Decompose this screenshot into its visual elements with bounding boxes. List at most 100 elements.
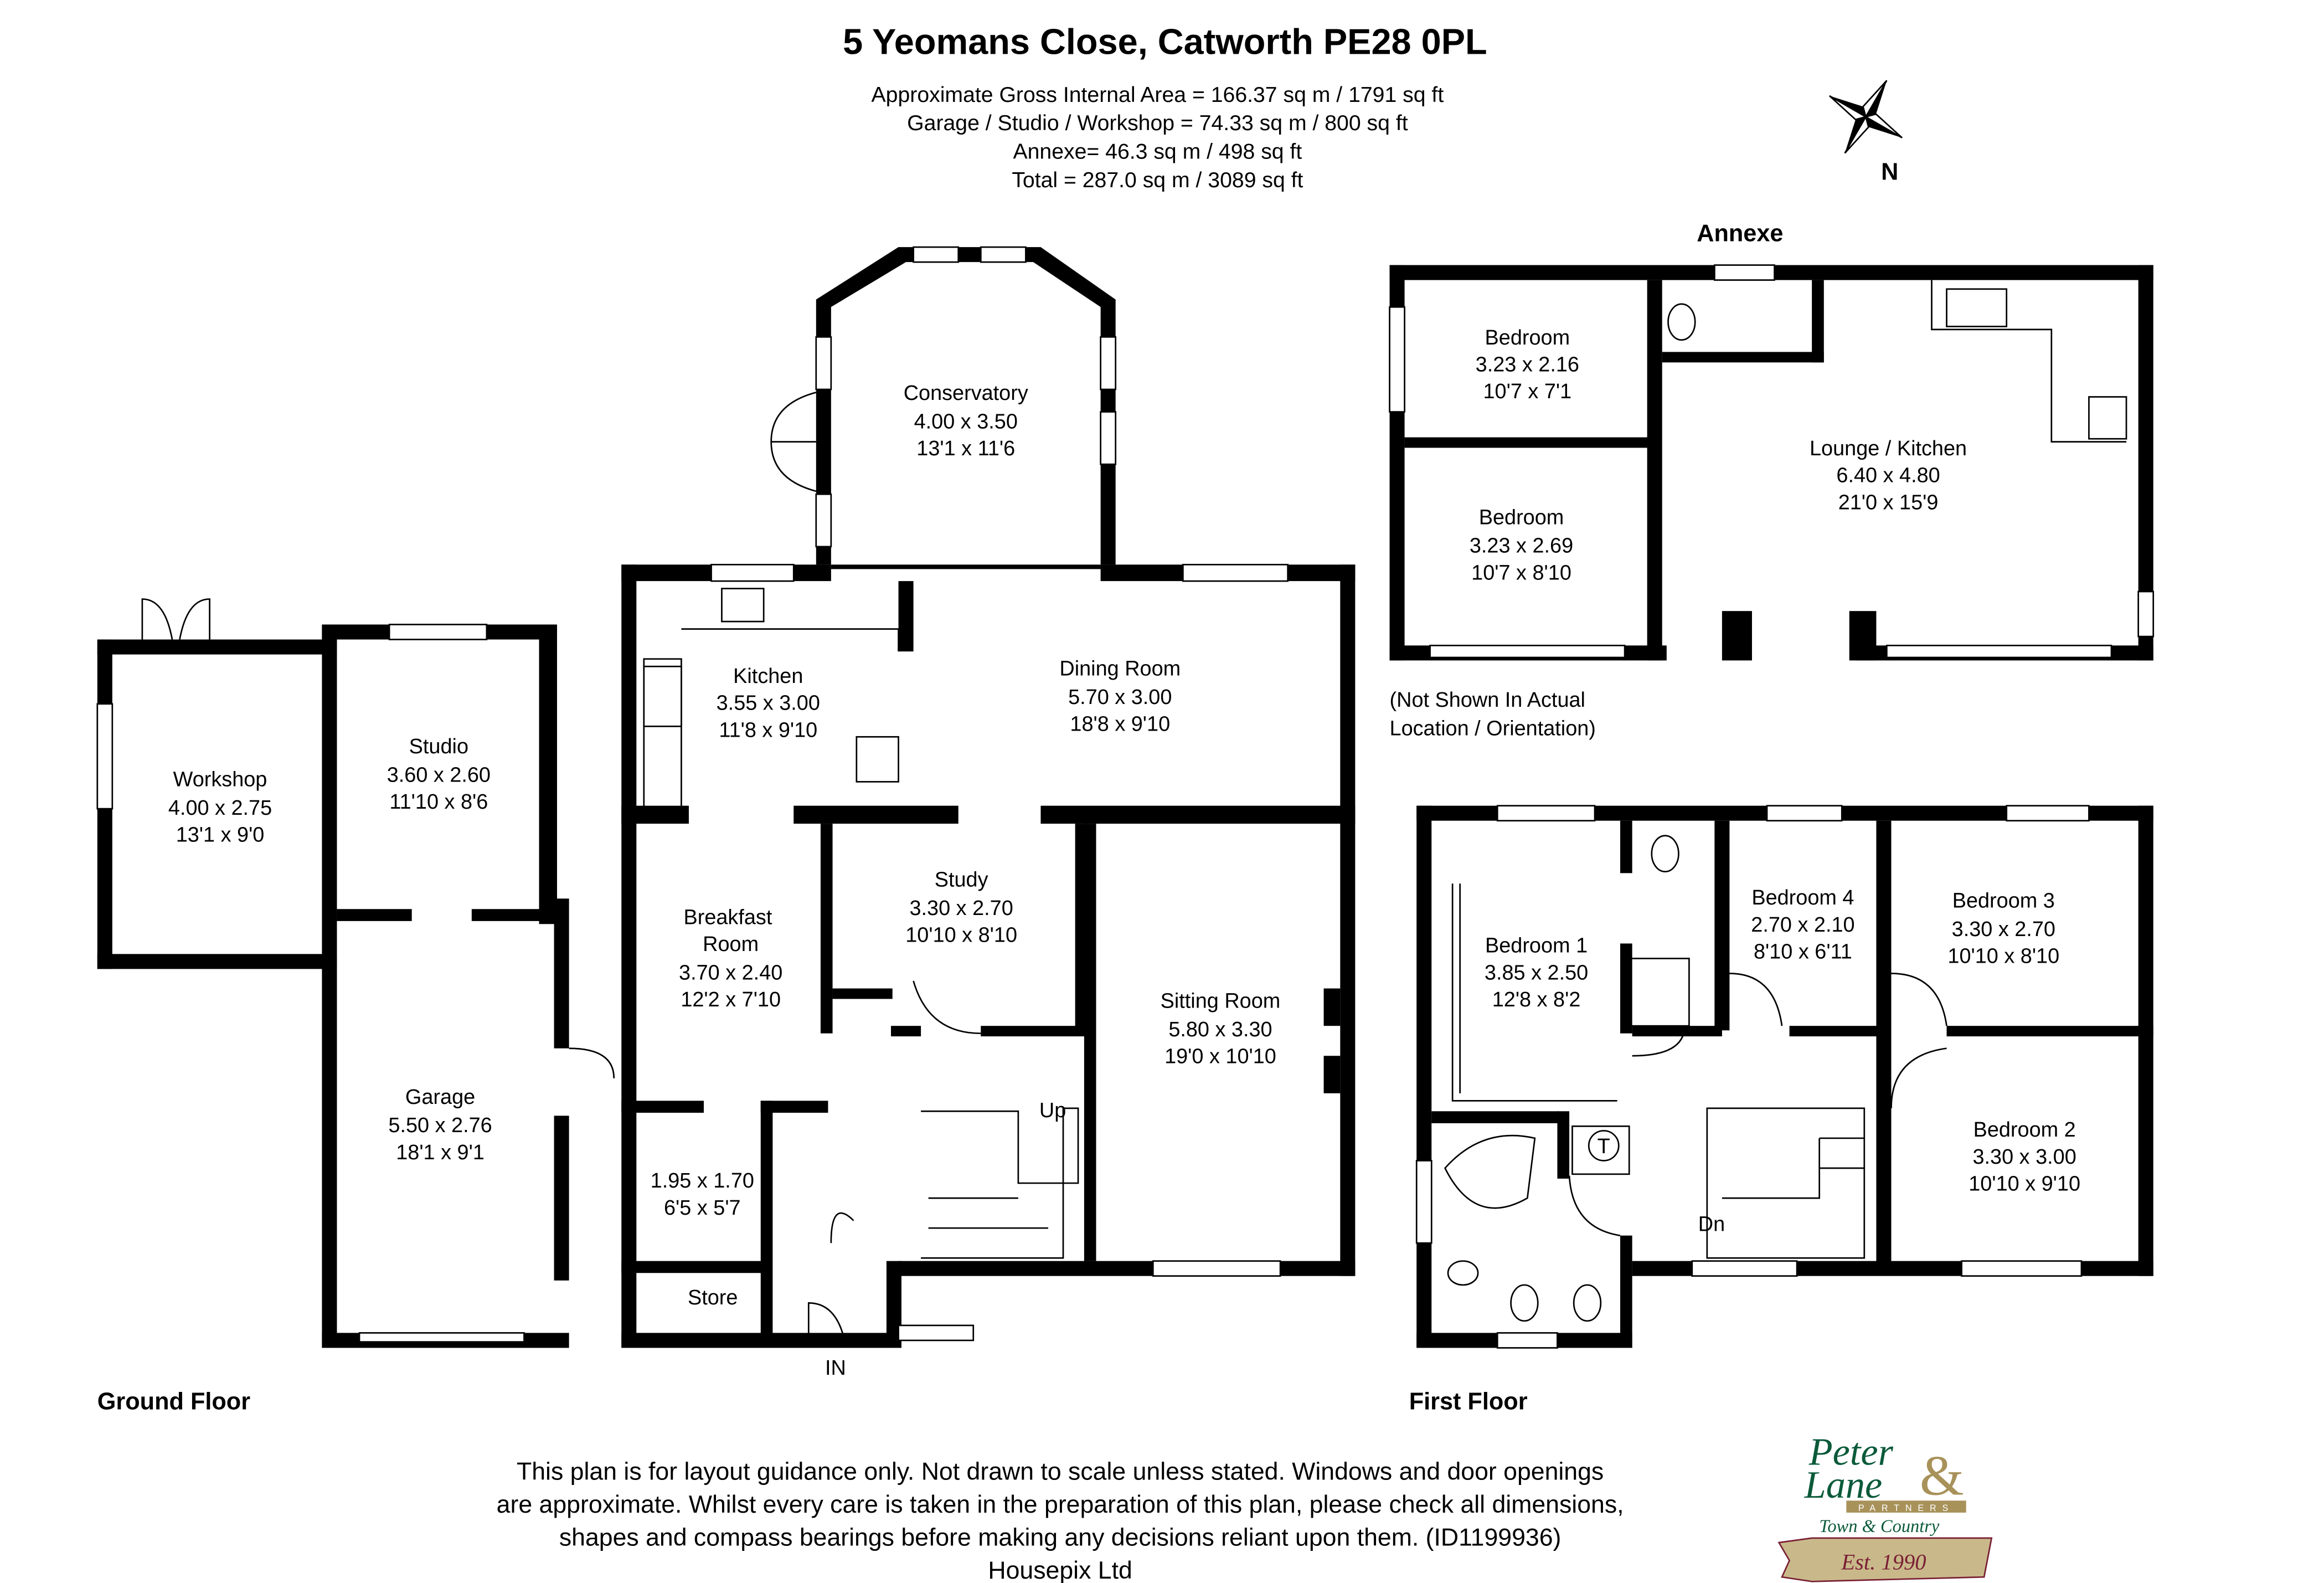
svg-text:Bedroom 3: Bedroom 3 [1952, 890, 2055, 913]
svg-text:1.95 x 1.70: 1.95 x 1.70 [651, 1169, 754, 1193]
area-line: Total = 287.0 sq m / 3089 sq ft [1012, 168, 1303, 192]
svg-text:11'8 x 9'10: 11'8 x 9'10 [719, 718, 817, 742]
svg-text:11'10 x 8'6: 11'10 x 8'6 [389, 790, 488, 814]
svg-text:4.00 x 3.50: 4.00 x 3.50 [914, 410, 1018, 433]
svg-text:Garage: Garage [405, 1086, 475, 1109]
svg-text:6'5 x 5'7: 6'5 x 5'7 [664, 1196, 741, 1220]
svg-text:5.70 x 3.00: 5.70 x 3.00 [1068, 686, 1172, 709]
cupboard-label: T [1598, 1135, 1610, 1158]
disclaimer-line: Housepix Ltd [988, 1557, 1132, 1583]
svg-text:3.85 x 2.50: 3.85 x 2.50 [1485, 961, 1588, 984]
room-breakfast-room: Breakfast Room 3.70 x 2.40 12'2 x 7'10 [679, 906, 782, 1011]
page-title: 5 Yeomans Close, Catworth PE28 0PL [843, 21, 1487, 61]
room-bedroom-1: Bedroom 1 3.85 x 2.50 12'8 x 8'2 [1485, 934, 1588, 1011]
logo-town-country: Town & Country [1819, 1517, 1940, 1536]
svg-text:Conservatory: Conservatory [904, 382, 1028, 405]
svg-text:5.80 x 3.30: 5.80 x 3.30 [1168, 1018, 1272, 1041]
compass-north-label: N [1881, 158, 1898, 185]
svg-text:3.30 x 2.70: 3.30 x 2.70 [909, 897, 1013, 920]
ground-floor-label: Ground Floor [97, 1388, 250, 1415]
svg-text:10'10 x 9'10: 10'10 x 9'10 [1969, 1173, 2080, 1196]
logo-lane: Lane [1804, 1463, 1883, 1507]
room-studio: Studio 3.60 x 2.60 11'10 x 8'6 [387, 735, 491, 814]
room-garage: Garage 5.50 x 2.76 18'1 x 9'1 [388, 1086, 492, 1164]
svg-text:2.70 x 2.10: 2.70 x 2.10 [1751, 913, 1854, 937]
svg-text:3.23 x 2.16: 3.23 x 2.16 [1476, 353, 1579, 377]
disclaimer-line: This plan is for layout guidance only. N… [517, 1458, 1604, 1485]
svg-text:12'8 x 8'2: 12'8 x 8'2 [1492, 988, 1581, 1011]
svg-text:13'1 x 11'6: 13'1 x 11'6 [916, 437, 1015, 460]
logo-ribbon [1777, 1537, 1993, 1582]
svg-text:Sitting Room: Sitting Room [1161, 990, 1281, 1013]
svg-text:12'2 x 7'10: 12'2 x 7'10 [681, 988, 781, 1011]
first-floor-walls [1415, 805, 2153, 1349]
entrance-label: IN [825, 1356, 846, 1380]
svg-text:Bedroom 2: Bedroom 2 [1973, 1118, 2076, 1142]
ground-floor-walls [621, 564, 1356, 1348]
svg-text:Bedroom: Bedroom [1485, 326, 1570, 350]
svg-text:8'10 x 6'11: 8'10 x 6'11 [1754, 940, 1852, 963]
area-line: Annexe= 46.3 sq m / 498 sq ft [1013, 140, 1302, 164]
svg-text:3.30 x 2.70: 3.30 x 2.70 [1952, 918, 2055, 941]
svg-text:Studio: Studio [409, 735, 468, 758]
svg-text:19'0 x 10'10: 19'0 x 10'10 [1164, 1045, 1276, 1068]
outbuilding-walls [96, 598, 615, 1348]
svg-text:Dining Room: Dining Room [1059, 657, 1181, 680]
annexe-note: Location / Orientation) [1390, 717, 1596, 741]
room-conservatory: Conservatory 4.00 x 3.50 13'1 x 11'6 [904, 382, 1028, 460]
logo-partners: PARTNERS [1858, 1503, 1954, 1513]
stairs-up-label: Up [1039, 1099, 1066, 1122]
annexe-note: (Not Shown In Actual [1390, 688, 1585, 712]
svg-text:3.60 x 2.60: 3.60 x 2.60 [387, 763, 491, 787]
svg-text:Kitchen: Kitchen [733, 665, 803, 688]
annexe-bedroom-2: Bedroom 3.23 x 2.69 10'7 x 8'10 [1470, 506, 1573, 584]
svg-text:Bedroom 4: Bedroom 4 [1751, 886, 1854, 909]
svg-text:Bedroom: Bedroom [1479, 506, 1564, 529]
room-workshop: Workshop 4.00 x 2.75 13'1 x 9'0 [168, 768, 272, 847]
room-bedroom-2: Bedroom 2 3.30 x 3.00 10'10 x 9'10 [1969, 1118, 2080, 1195]
stairs-down-label: Dn [1698, 1213, 1725, 1236]
room-kitchen: Kitchen 3.55 x 3.00 11'8 x 9'10 [717, 665, 820, 742]
svg-text:13'1 x 9'0: 13'1 x 9'0 [176, 824, 265, 847]
logo-partners-band [1846, 1500, 1966, 1513]
svg-text:3.55 x 3.00: 3.55 x 3.00 [717, 692, 820, 715]
room-name-line: Room [703, 933, 759, 956]
svg-text:18'1 x 9'1: 18'1 x 9'1 [396, 1141, 485, 1164]
svg-text:Bedroom 1: Bedroom 1 [1485, 934, 1588, 958]
svg-text:18'8 x 9'10: 18'8 x 9'10 [1070, 712, 1170, 736]
svg-text:10'10 x 8'10: 10'10 x 8'10 [1947, 945, 2059, 968]
annexe-label: Annexe [1697, 220, 1783, 246]
svg-text:Study: Study [935, 868, 988, 892]
svg-text:10'7 x 8'10: 10'7 x 8'10 [1471, 561, 1571, 584]
svg-text:3.30 x 3.00: 3.30 x 3.00 [1973, 1145, 2076, 1169]
svg-text:6.40 x 4.80: 6.40 x 4.80 [1836, 464, 1940, 487]
room-utility: 1.95 x 1.70 6'5 x 5'7 [651, 1169, 754, 1220]
svg-text:3.23 x 2.69: 3.23 x 2.69 [1470, 534, 1573, 558]
disclaimer-line: shapes and compass bearings before makin… [559, 1524, 1562, 1551]
svg-text:10'10 x 8'10: 10'10 x 8'10 [905, 924, 1017, 947]
svg-text:10'7 x 7'1: 10'7 x 7'1 [1483, 380, 1572, 403]
svg-text:Lounge / Kitchen: Lounge / Kitchen [1810, 437, 1967, 460]
logo-established: Est. 1990 [1841, 1550, 1926, 1575]
room-sitting-room: Sitting Room 5.80 x 3.30 19'0 x 10'10 [1161, 990, 1281, 1068]
area-line: Garage / Studio / Workshop = 74.33 sq m … [907, 111, 1408, 135]
annexe-lounge-kitchen: Lounge / Kitchen 6.40 x 4.80 21'0 x 15'9 [1810, 437, 1967, 514]
disclaimer-line: are approximate. Whilst every care is ta… [497, 1491, 1624, 1518]
room-study: Study 3.30 x 2.70 10'10 x 8'10 [905, 868, 1017, 947]
room-bedroom-3: Bedroom 3 3.30 x 2.70 10'10 x 8'10 [1947, 890, 2059, 968]
logo-peter: Peter [1808, 1430, 1894, 1473]
annexe-bedroom-1: Bedroom 3.23 x 2.16 10'7 x 7'1 [1476, 326, 1579, 403]
compass-rose-icon [1829, 80, 1903, 154]
area-line: Approximate Gross Internal Area = 166.37… [872, 83, 1444, 107]
svg-text:3.70 x 2.40: 3.70 x 2.40 [679, 961, 782, 984]
conservatory-walls [770, 246, 1117, 565]
first-floor-label: First Floor [1409, 1388, 1528, 1415]
svg-text:21'0 x 15'9: 21'0 x 15'9 [1838, 491, 1939, 514]
room-dining-room: Dining Room 5.70 x 3.00 18'8 x 9'10 [1059, 657, 1181, 736]
peter-lane-logo: Peter Lane & PARTNERS Town & Country Est… [1777, 1430, 1993, 1582]
room-bedroom-4: Bedroom 4 2.70 x 2.10 8'10 x 6'11 [1751, 886, 1854, 963]
svg-text:Workshop: Workshop [173, 768, 267, 792]
svg-text:4.00 x 2.75: 4.00 x 2.75 [168, 796, 272, 820]
annexe-walls [1389, 264, 2155, 661]
